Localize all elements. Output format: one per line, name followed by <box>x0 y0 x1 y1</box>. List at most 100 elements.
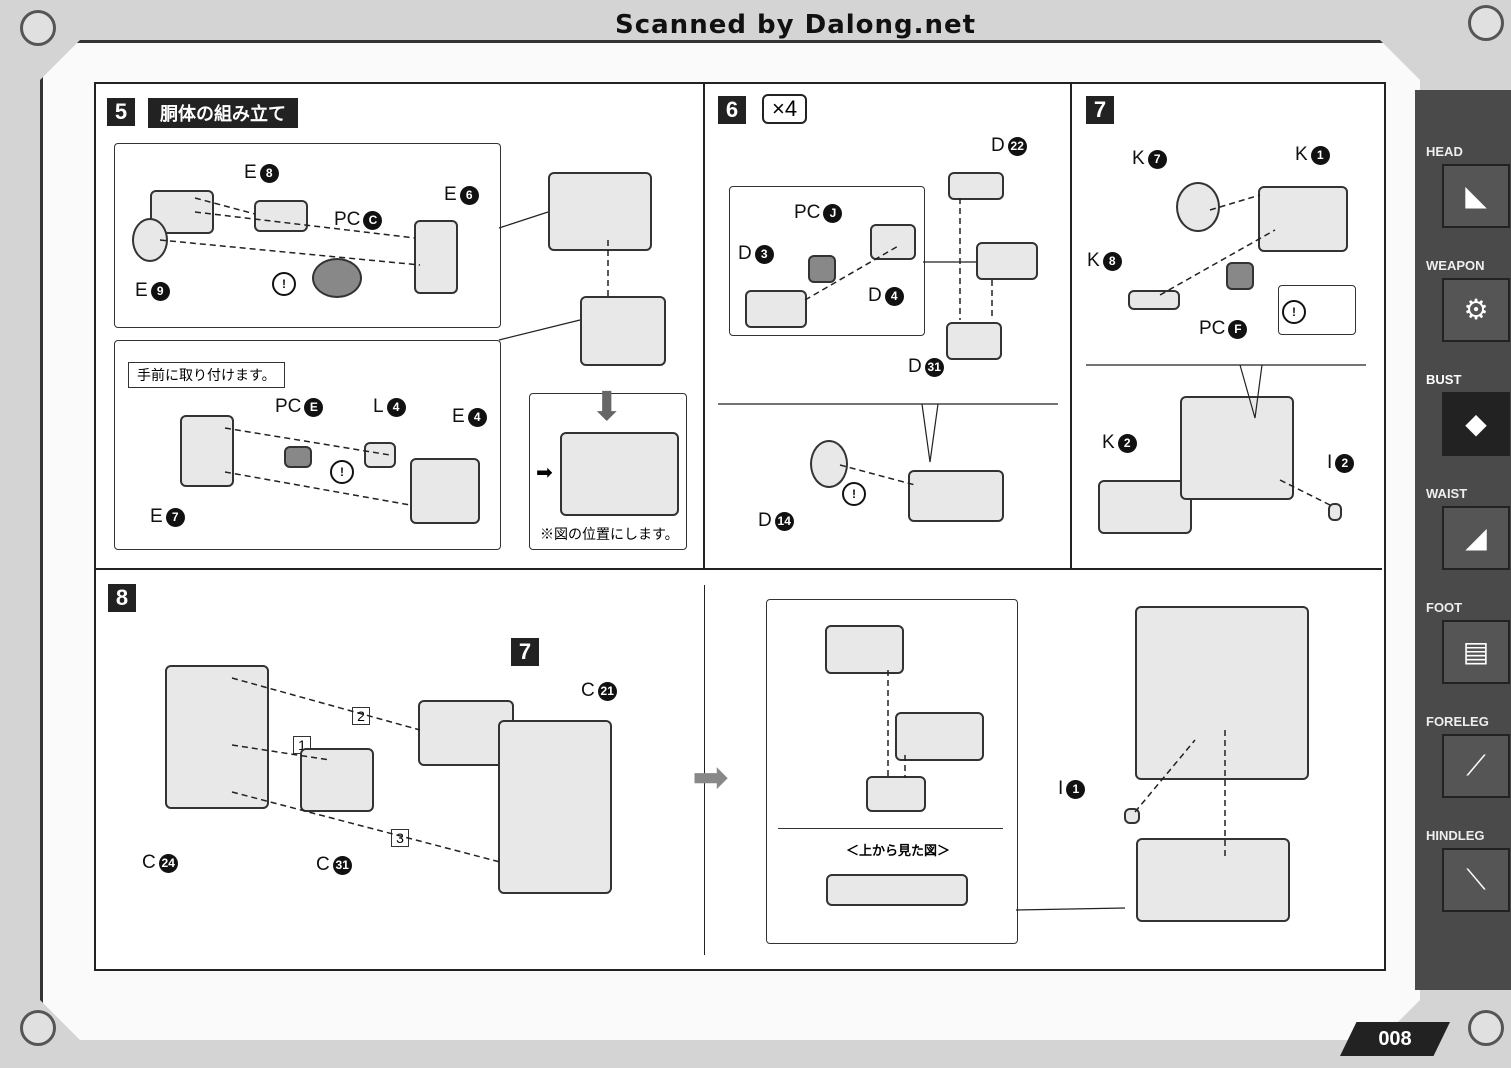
corner-ornament-icon <box>1468 5 1504 41</box>
part-e7 <box>180 415 234 487</box>
part-k7 <box>1176 182 1220 232</box>
scan-credit: Scanned by Dalong.net <box>615 10 977 40</box>
part-torso-assembled <box>560 432 679 516</box>
divider <box>96 568 1382 570</box>
note-attach-front: 手前に取り付けます。 <box>128 362 285 388</box>
part-c5 <box>866 776 926 812</box>
weapon-icon: ⚙ <box>1442 278 1510 342</box>
bust-icon: ◆ <box>1442 392 1510 456</box>
tab-weapon[interactable]: WEAPON⚙ <box>1422 256 1510 356</box>
tab-bust[interactable]: BUST◆ <box>1422 370 1510 470</box>
step-8-number: 8 <box>108 584 136 612</box>
part-i2 <box>1328 503 1342 521</box>
arrow-right-icon: ➡ <box>536 462 553 484</box>
part-body-assembled <box>1135 606 1309 780</box>
part-e9-frame <box>150 190 214 234</box>
warning-icon: ! <box>272 272 296 296</box>
part-d31 <box>946 322 1002 360</box>
part-top-view <box>826 874 968 906</box>
corner-ornament-icon <box>20 10 56 46</box>
tab-foot[interactable]: FOOT▤ <box>1422 598 1510 698</box>
part-torso-bottom <box>580 296 666 366</box>
warning-icon: ! <box>330 460 354 484</box>
warning-icon: ! <box>842 482 866 506</box>
divider <box>1070 84 1072 569</box>
part-pc-f <box>1226 262 1254 290</box>
part-k2 <box>1098 480 1192 534</box>
step-6-multiplier: ×4 <box>762 94 808 124</box>
note-set-position: ※図の位置にします。 <box>540 526 679 542</box>
part-e6 <box>414 220 458 294</box>
part-d22 <box>948 172 1004 200</box>
head-icon: ◣ <box>1442 164 1510 228</box>
divider <box>778 828 1003 829</box>
tab-foreleg[interactable]: FORELEG⟋ <box>1422 712 1510 812</box>
part-d4-joined <box>976 242 1038 280</box>
part-e4 <box>410 458 480 524</box>
part-c24 <box>165 665 269 809</box>
part-d4 <box>870 224 916 260</box>
part-pc-e <box>284 446 312 468</box>
hindleg-icon: ⟍ <box>1442 848 1510 912</box>
tab-hindleg[interactable]: HINDLEG⟍ <box>1422 826 1510 926</box>
part-step7-assembled <box>1180 396 1294 500</box>
warning-icon: ! <box>1282 300 1306 324</box>
part-torso-top <box>548 172 652 251</box>
divider <box>703 84 705 569</box>
part-c31 <box>300 748 374 812</box>
part-pc-c <box>312 258 362 298</box>
part-i1 <box>1124 808 1140 824</box>
part-step6-unit <box>895 712 984 761</box>
arrow-right-icon: ➡ <box>692 753 729 802</box>
page-number: 008 <box>1340 1022 1450 1056</box>
arrow-down-icon: ⬇ <box>590 385 624 429</box>
corner-ornament-icon <box>1468 1010 1504 1046</box>
step-5-title: 胴体の組み立て <box>148 98 298 128</box>
part-c21 <box>498 720 612 894</box>
part-step6-assembled <box>908 470 1004 522</box>
foreleg-icon: ⟋ <box>1442 734 1510 798</box>
part-pc-j <box>808 255 836 283</box>
part-d3 <box>745 290 807 328</box>
waist-icon: ◢ <box>1442 506 1510 570</box>
corner-ornament-icon <box>20 1010 56 1046</box>
tab-waist[interactable]: WAIST◢ <box>1422 484 1510 584</box>
part-leg-joint <box>1136 838 1290 922</box>
top-view-caption: ＜上から見た図＞ <box>846 843 951 858</box>
foot-icon: ▤ <box>1442 620 1510 684</box>
reference-step-7: 7 <box>511 638 539 666</box>
part-k8 <box>1128 290 1180 310</box>
part-d14 <box>810 440 848 488</box>
step-7-number: 7 <box>1086 96 1114 124</box>
part-e8 <box>254 200 308 232</box>
tab-head[interactable]: HEAD◣ <box>1422 142 1510 242</box>
part-l4 <box>364 442 396 468</box>
divider <box>704 585 705 955</box>
